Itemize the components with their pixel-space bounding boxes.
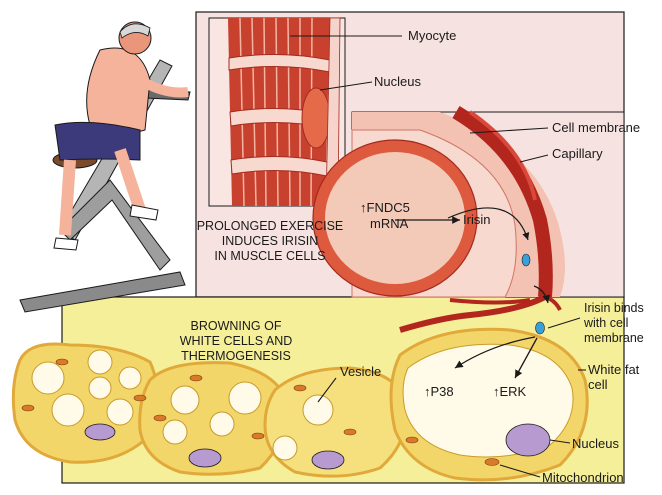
muscle-nucleus bbox=[302, 88, 330, 148]
label-p38: ↑P38 bbox=[424, 384, 454, 399]
label-cell-membrane: Cell membrane bbox=[552, 120, 640, 135]
irisin-in-capillary bbox=[522, 254, 530, 266]
label-irisin-binds-2: with cell bbox=[583, 316, 628, 330]
irisin-binding-site bbox=[536, 322, 545, 334]
label-nucleus-top: Nucleus bbox=[374, 74, 421, 89]
label-myocyte: Myocyte bbox=[408, 28, 456, 43]
caption-browning-3: THERMOGENESIS bbox=[181, 349, 291, 363]
label-irisin-binds-3: membrane bbox=[584, 331, 644, 345]
label-irisin-binds-1: Irisin binds bbox=[584, 301, 644, 315]
caption-exercise-3: IN MUSCLE CELLS bbox=[214, 249, 325, 263]
label-irisin: Irisin bbox=[463, 212, 490, 227]
label-fndc5-line1: FNDC5 bbox=[367, 200, 410, 215]
exercise-bike-illustration bbox=[20, 22, 190, 312]
label-fndc5-line2: mRNA bbox=[370, 216, 409, 231]
mitochondrion bbox=[485, 459, 499, 466]
white-fat-nucleus bbox=[506, 424, 550, 456]
label-fndc5: ↑FNDC5 bbox=[360, 200, 410, 215]
label-erk-text: ERK bbox=[500, 384, 527, 399]
label-erk: ↑ERK bbox=[493, 384, 527, 399]
label-white-fat-1: White fat bbox=[588, 362, 640, 377]
caption-browning-1: BROWNING OF bbox=[191, 319, 282, 333]
label-mitochondrion: Mitochondrion bbox=[542, 470, 624, 485]
label-capillary: Capillary bbox=[552, 146, 603, 161]
caption-exercise-1: PROLONGED EXERCISE bbox=[197, 219, 344, 233]
fat-cell-1 bbox=[13, 344, 157, 462]
caption-browning-2: WHITE CELLS AND bbox=[180, 334, 293, 348]
label-white-fat-2: cell bbox=[588, 377, 608, 392]
label-nucleus-bottom: Nucleus bbox=[572, 436, 619, 451]
label-p38-text: P38 bbox=[431, 384, 454, 399]
caption-exercise-2: INDUCES IRISIN bbox=[222, 234, 319, 248]
label-vesicle: Vesicle bbox=[340, 364, 381, 379]
